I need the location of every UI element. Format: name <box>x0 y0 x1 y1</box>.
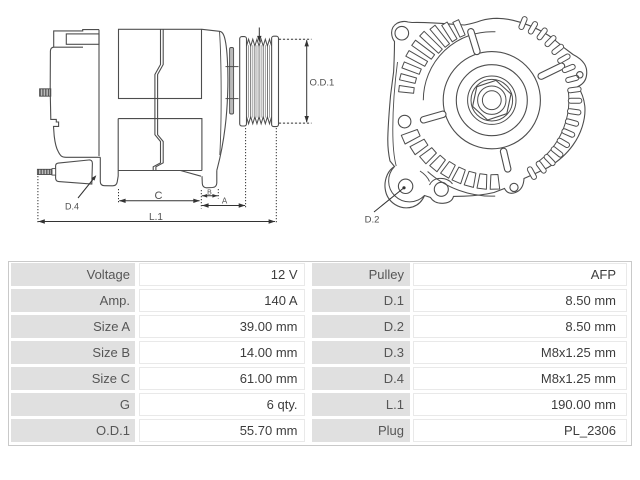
svg-text:D.4: D.4 <box>65 202 79 212</box>
svg-text:B: B <box>207 189 212 196</box>
svg-text:L.1: L.1 <box>149 212 163 223</box>
svg-text:A: A <box>222 197 228 206</box>
svg-text:C: C <box>155 190 163 202</box>
svg-text:O.D.1: O.D.1 <box>310 77 335 88</box>
svg-text:D.2: D.2 <box>365 215 380 226</box>
